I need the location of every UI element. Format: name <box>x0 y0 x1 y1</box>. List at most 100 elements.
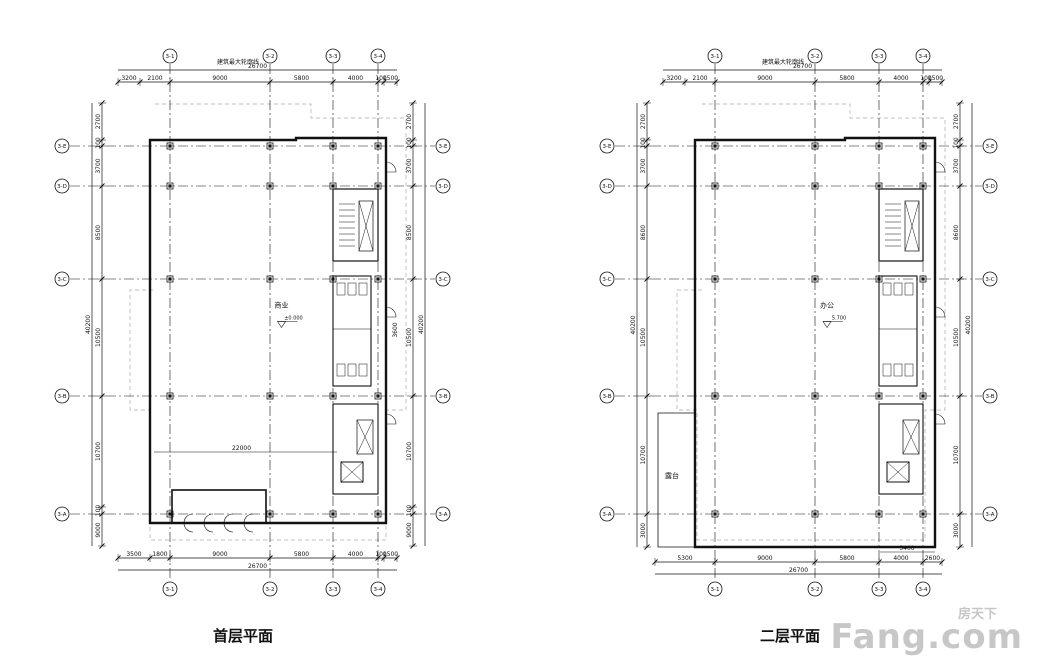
floor1-dim-left-label: 8500 <box>95 225 102 240</box>
floor1-row-bubble-left <box>54 138 70 154</box>
floor1-row-bubble-right-label: 3-D <box>438 184 448 190</box>
floor2-column-core <box>921 394 925 398</box>
floor1-dim-right-label: 2700 <box>406 114 413 129</box>
floor1-stair-flight-2 <box>356 419 374 455</box>
floor2-row-bubble-left <box>599 506 615 522</box>
floor2-column-core <box>813 144 817 148</box>
floor2-wc-stall <box>904 363 914 377</box>
floor1-dim-bottom-label: 1800 <box>152 551 167 558</box>
floor2-row-bubble-right-label: 3-B <box>985 394 994 400</box>
floor2-col-bubble-top-label: 3-3 <box>875 54 884 60</box>
floor1-elevation-text: ±0.000 <box>284 316 303 322</box>
floor1-column-core <box>268 184 272 188</box>
floor2-row-bubble-right-label: 3-A <box>985 512 994 518</box>
floor2-dim-left-label: 10500 <box>640 328 647 347</box>
floor1-col-bubble-bottom <box>325 581 341 597</box>
floor1-entrance-door <box>223 513 234 524</box>
floor1-column-core <box>376 184 380 188</box>
floor2-row-bubble-left-label: 3-A <box>602 512 611 518</box>
floor1-stair-mark <box>358 200 374 252</box>
floor2-terrace-outline <box>657 412 695 548</box>
floor2-dim-left-label: 3000 <box>640 523 647 538</box>
floor2-col-bubble-top <box>707 48 723 64</box>
floor2-column-core <box>877 144 881 148</box>
floor1-dim-top-label: 3200 <box>121 75 136 82</box>
floor2-col-bubble-bottom <box>807 581 823 597</box>
floor1-dim-right-label: 9000 <box>406 522 413 537</box>
floor1-dim-right-label: 8500 <box>406 225 413 240</box>
floor2-dim-right-label: 3000 <box>953 523 960 538</box>
floor1-dim-bottom-label: 9000 <box>212 551 227 558</box>
floor2-row-bubble-left-label: 3-C <box>602 277 611 283</box>
floor1-dim-right-total: 40200 <box>418 315 425 334</box>
floor2-dim-left-label: 10700 <box>640 445 647 464</box>
floor2-column-core <box>877 512 881 516</box>
floor2-column-core <box>921 277 925 281</box>
watermark-cn: 房天下 <box>957 607 997 622</box>
floor2-dim-top-label: 100 <box>920 75 932 82</box>
floor2-row-bubble-right <box>982 271 998 287</box>
floor2-row-bubble-right <box>982 506 998 522</box>
floor2-dim-bottom-label: 5800 <box>839 555 854 562</box>
floor2-dim-bottom-label: 4000 <box>893 555 908 562</box>
floor1-col-bubble-bottom-label: 3-3 <box>329 587 338 593</box>
floor2-row-bubble-right-label: 3-D <box>985 184 995 190</box>
floor1-wc-stall <box>358 363 368 377</box>
floor1-column-core <box>168 277 172 281</box>
floor2-column-core <box>921 512 925 516</box>
floor1-column-core <box>268 512 272 516</box>
floor2-dim-right-label: 10500 <box>953 328 960 347</box>
floor1-column-core <box>376 394 380 398</box>
floor1-lift-shaft <box>340 461 364 483</box>
floor1-col-bubble-top-label: 3-2 <box>266 54 275 60</box>
floor2-row-bubble-right <box>982 178 998 194</box>
floor1-wc-stall <box>336 363 346 377</box>
floor1-dim-bottom-label: 1500 <box>383 551 398 558</box>
floor2-col-bubble-bottom-label: 3-1 <box>711 587 720 593</box>
floor1-column-core <box>331 184 335 188</box>
floor2-dim-top-label: 4000 <box>893 75 908 82</box>
floor1-column-core <box>268 277 272 281</box>
floor2-dim-bottom-total: 26700 <box>789 567 808 574</box>
floor2-door-swing <box>934 161 946 173</box>
floor1-door-swing <box>385 306 397 318</box>
floor1-row-bubble-right-label: 3-E <box>439 144 448 150</box>
floor1-entrance-door <box>183 513 194 524</box>
floor2-lift-x <box>886 461 910 483</box>
floor2-column-core <box>813 512 817 516</box>
floor2-column-core <box>921 184 925 188</box>
floor2-column-core <box>877 394 881 398</box>
floor1-stair-lift-core <box>332 403 379 495</box>
floor1-entrance-door-outer <box>223 522 234 533</box>
floor2-door-swing <box>934 306 946 318</box>
floor2-stair-mark <box>902 419 920 455</box>
floor2-max-outline <box>676 103 946 541</box>
floor1-dim-left-label: 10700 <box>95 442 102 461</box>
floor1-row-bubble-left-label: 3-A <box>57 512 66 518</box>
floor1-row-bubble-left <box>54 271 70 287</box>
floor2-elevation-text: 5.700 <box>832 316 846 322</box>
floor2-stair-core <box>878 188 924 262</box>
floor1-dim-right-label: 10700 <box>406 442 413 461</box>
floor2-stair-flight <box>904 200 920 252</box>
floor1-title: 首层平面 <box>213 627 274 645</box>
floor2-dim-bottom-label: 5300 <box>677 555 692 562</box>
floor2-dim-bottom-label: 2600 <box>925 555 940 562</box>
floor1-row-bubble-left <box>54 178 70 194</box>
floor1-col-bubble-top <box>162 48 178 64</box>
floor2-dim-right-label: 3700 <box>953 158 960 173</box>
floor2-dim-right-total: 40200 <box>965 315 972 334</box>
floor2-column-core <box>713 184 717 188</box>
floor1-entrance-door-outer <box>243 522 254 533</box>
floor1-dim-bottom-label: 100 <box>375 551 387 558</box>
floor1-row-bubble-left-label: 3-C <box>57 277 66 283</box>
floor1-dim-bottom-label: 4000 <box>348 551 363 558</box>
floor1-row-bubble-left-label: 3-D <box>57 184 67 190</box>
floor1-col-bubble-bottom-label: 3-1 <box>166 587 175 593</box>
floor2-dim-top-label: 9000 <box>757 75 772 82</box>
floor1-dim-top-total: 26700 <box>248 63 267 70</box>
floor2-toilet-block <box>878 275 918 387</box>
floor1-row-bubble-right <box>435 178 451 194</box>
floor1-col-bubble-top-label: 3-4 <box>374 54 383 60</box>
floor2-row-bubble-right-label: 3-E <box>986 144 995 150</box>
